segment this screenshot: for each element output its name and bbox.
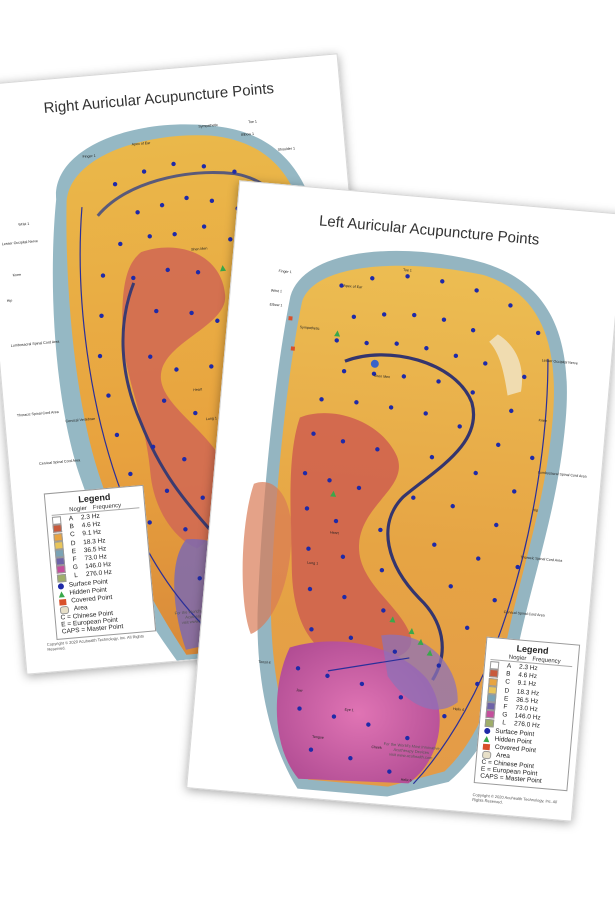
nerve-line (412, 358, 549, 785)
covered-points (288, 316, 296, 351)
lobe-lavender (381, 634, 458, 710)
hidden-point-icon (483, 735, 490, 743)
nerve-line (79, 207, 227, 647)
antihelix-line (121, 282, 218, 538)
triangular-fossa (489, 334, 522, 396)
legend-col-frequency: Frequency (532, 656, 561, 666)
tragus-area (242, 482, 292, 635)
label-toe-1: Toe 1 (402, 267, 413, 273)
legend-col-nogier: Nogier (508, 654, 527, 663)
nerve-line-2 (327, 657, 410, 672)
surface-points (295, 274, 541, 774)
label-helix-4: Helix 4 (452, 706, 465, 712)
legend-swatch (56, 573, 67, 583)
hidden-points (330, 330, 433, 656)
label-knee: Knee (12, 272, 22, 278)
label-helix-6: Helix 6 (400, 777, 412, 783)
legend-swatch (484, 718, 495, 728)
concha-area (290, 413, 412, 664)
legend-col-nogier: Nogier (69, 505, 88, 514)
label-wrist-1: Wrist 1 (270, 288, 283, 294)
poster-left-ear: Left Auricular Acupuncture Points (186, 180, 615, 822)
label-lung-1: Lung 1 (307, 560, 319, 566)
surface-point-icon (484, 727, 491, 734)
label-heart: Heart (193, 387, 203, 393)
shen-men-marker (370, 359, 379, 368)
legend-col-frequency: Frequency (92, 502, 122, 512)
covered-point-icon (59, 599, 67, 606)
label-eye-1: Eye 1 (344, 707, 354, 713)
label-hip: Hip (6, 298, 13, 304)
concha-area (122, 247, 229, 549)
hidden-point-icon (58, 591, 65, 598)
label-hip: Hip (532, 508, 539, 513)
covered-point-icon (482, 743, 491, 751)
label-knee: Knee (538, 418, 548, 424)
label-jaw: Jaw (295, 688, 303, 693)
label-heart: Heart (329, 530, 339, 536)
antihelix-line (344, 353, 476, 681)
label-toe-1: Toe 1 (248, 119, 258, 125)
surface-point-icon (57, 582, 65, 590)
